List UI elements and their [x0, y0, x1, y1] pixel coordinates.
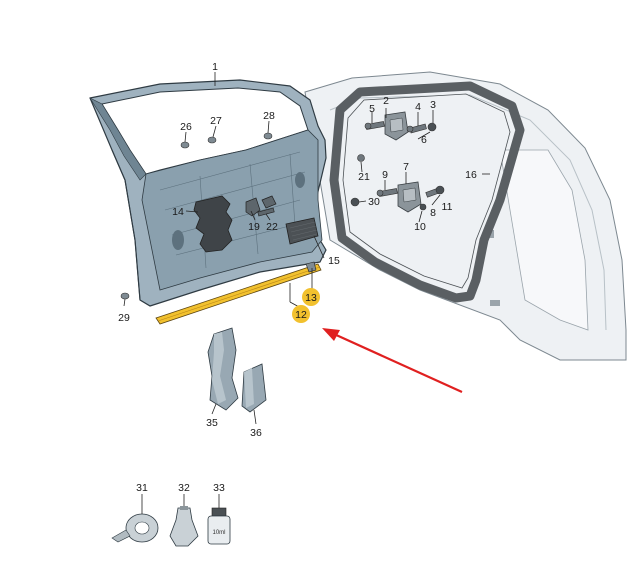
label-16: 16: [465, 169, 477, 181]
label-21: 21: [358, 171, 370, 183]
insulation-block-35: [207, 327, 239, 411]
moulding-clip: [305, 261, 317, 273]
label-26: 26: [180, 121, 192, 133]
label-12: 12: [295, 309, 307, 321]
label-31: 31: [136, 482, 148, 494]
label-22: 22: [266, 221, 278, 233]
label-8: 8: [430, 207, 436, 219]
primer-bottle: 10ml: [207, 507, 231, 545]
label-27: 27: [210, 115, 222, 127]
label-1: 1: [212, 61, 218, 73]
label-14: 14: [172, 206, 184, 218]
label-4: 4: [415, 101, 421, 113]
label-2: 2: [383, 95, 389, 107]
label-32: 32: [178, 482, 190, 494]
insulation-pad: [193, 195, 233, 253]
red-arrow: [322, 328, 463, 394]
label-35: 35: [206, 417, 218, 429]
lower-hinge: [397, 181, 422, 213]
label-11: 11: [442, 201, 453, 213]
mesh-pad: [285, 217, 319, 245]
adhesive-tape-roll: [111, 513, 159, 543]
label-5: 5: [369, 103, 375, 115]
mesh-pattern: [289, 221, 318, 241]
highlight-12: [292, 305, 310, 323]
insulation-block-36: [241, 363, 267, 413]
door-seal: [329, 81, 525, 303]
bolts-and-screws: [350, 121, 445, 211]
label-28: 28: [263, 110, 275, 122]
label-30: 30: [368, 196, 380, 208]
cleaning-bag: [169, 506, 199, 547]
door-panel: [89, 79, 327, 307]
label-19: 19: [248, 221, 260, 233]
label-7: 7: [403, 161, 409, 173]
label-15: 15: [328, 255, 340, 267]
label-9: 9: [382, 169, 388, 181]
leader-lines: [123, 72, 490, 514]
label-29: 29: [118, 312, 130, 324]
highlight-13: [302, 288, 320, 306]
bottle-label: 10ml: [212, 530, 225, 536]
regulator-bracket: [245, 195, 277, 217]
label-36: 36: [250, 427, 262, 439]
part-numbers: 1 2 3 4 5 6 7 8 9 10 11 12 13 14 15 16 1…: [118, 61, 477, 494]
label-3: 3: [430, 99, 436, 111]
label-33: 33: [213, 482, 225, 494]
label-10: 10: [414, 221, 426, 233]
label-6: 6: [421, 134, 427, 146]
label-13: 13: [305, 292, 317, 304]
upper-hinge: [384, 111, 409, 141]
